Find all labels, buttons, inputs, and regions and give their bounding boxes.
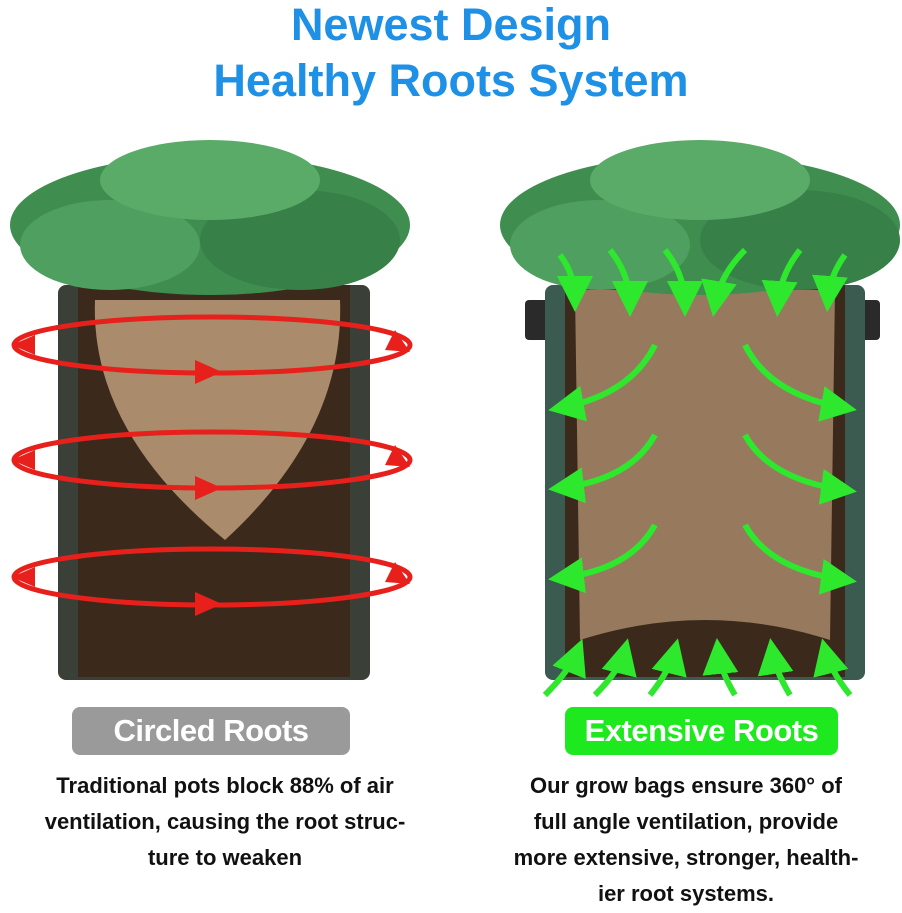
root-ball [94,300,341,540]
grow-bag-description: Our grow bags ensure 360° of full angle … [470,768,902,912]
description-line: Our grow bags ensure 360° of [530,773,842,798]
foliage [500,140,900,295]
description-line: ier root systems. [597,881,775,906]
description-line: more extensive, stronger, health- [513,845,859,870]
title-line-1: Newest Design [290,0,612,50]
description-line: ture to weaken [147,845,303,870]
circled-roots-label: Circled Roots [72,707,350,755]
description-line: Traditional pots block 88% of air [56,773,394,798]
airflow-arrows [542,247,857,698]
grow-bag [500,140,900,698]
roots [575,290,835,640]
extensive-roots-label: Extensive Roots [565,707,838,755]
description-line: full angle ventilation, provide [533,809,839,834]
traditional-pot-description: Traditional pots block 88% of air ventil… [0,768,450,876]
traditional-pot [10,140,413,680]
description-line: ventilation, causing the root struc- [44,809,406,834]
title-line-2: Healthy Roots System [213,55,689,106]
foliage [10,140,410,295]
